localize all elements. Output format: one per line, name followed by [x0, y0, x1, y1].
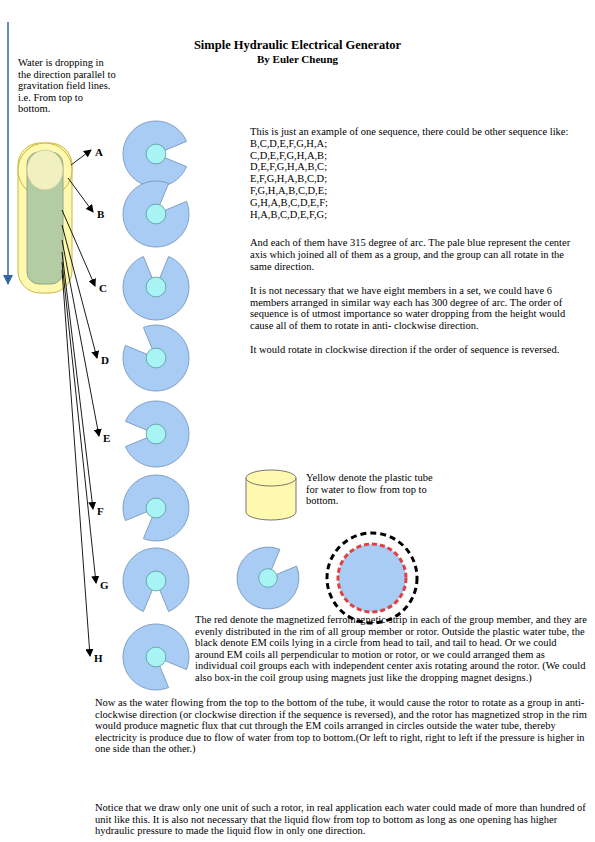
rotor-disc: [123, 121, 186, 187]
rotor-label: G: [100, 580, 109, 592]
center-axis: [146, 277, 166, 297]
sequence-line: E,F,G,H,A,B,C,D;: [250, 173, 585, 185]
center-axis: [146, 348, 166, 368]
rotor-label: C: [99, 283, 107, 295]
rotor-disc: [237, 547, 299, 609]
rotor-disc: [126, 401, 189, 467]
text-column: This is just an example of one sequence,…: [250, 126, 585, 356]
rotor-label: B: [97, 209, 104, 221]
center-axis: [146, 647, 166, 667]
rotor-disc: [123, 548, 189, 611]
rotor-disc: [123, 181, 189, 247]
tube-symbol: [246, 470, 296, 520]
sequence-line: G,H,A,B,C,D,E,F;: [250, 197, 585, 209]
leader-arrow: [62, 262, 96, 583]
sequence-line: C,D,E,F,G,H,A,B;: [250, 150, 585, 162]
sequence-line: B,C,D,E,F,G,H,A;: [250, 138, 585, 150]
center-axis: [146, 144, 166, 164]
rotor-label: F: [97, 506, 104, 518]
leader-lines: [62, 150, 99, 656]
leader-arrow: [71, 150, 91, 165]
rotor-disc: [123, 325, 189, 391]
coil-diagram: [327, 533, 417, 623]
sequence-line: F,G,H,A,B,C,D,E;: [250, 185, 585, 197]
paragraph: And each of them have 315 degree of arc.…: [250, 237, 585, 272]
paragraph: The red denote the magnetized ferromagne…: [195, 614, 587, 684]
leader-arrow: [62, 210, 95, 286]
leader-arrow: [62, 270, 90, 656]
rotor-label: E: [103, 433, 110, 445]
gravity-arrow: [7, 22, 9, 284]
center-axis: [146, 498, 166, 518]
diagram-title: Simple Hydraulic Electrical Generator: [0, 40, 595, 52]
sequence-line: D,E,F,G,H,A,B,C;: [250, 161, 585, 173]
center-axis: [146, 424, 166, 444]
paragraph: This is just an example of one sequence,…: [250, 126, 585, 138]
leader-arrow: [68, 178, 93, 212]
note-text: Water is dropping in the direction paral…: [18, 57, 118, 115]
center-axis: [259, 569, 278, 588]
rotor-disc: [123, 624, 189, 690]
legend-text: Yellow denote the plastic tube for water…: [306, 472, 446, 507]
leader-arrow: [62, 252, 93, 509]
paragraph: Notice that we draw only one unit of suc…: [95, 802, 587, 837]
paragraph: It is not necessary that we have eight m…: [250, 285, 585, 332]
center-axis: [146, 571, 166, 591]
rotor-disc: [123, 257, 189, 320]
paragraph: Now as the water flowing from the top to…: [95, 697, 587, 755]
paragraph: It would rotate in clockwise direction i…: [250, 344, 585, 356]
sequence-line: H,A,B,C,D,E,F,G;: [250, 209, 585, 221]
rotor-label: H: [94, 653, 103, 665]
rotor-label: D: [101, 355, 109, 367]
rotor-label: A: [95, 147, 103, 159]
rotor-disc: [123, 475, 189, 541]
center-axis: [146, 204, 166, 224]
